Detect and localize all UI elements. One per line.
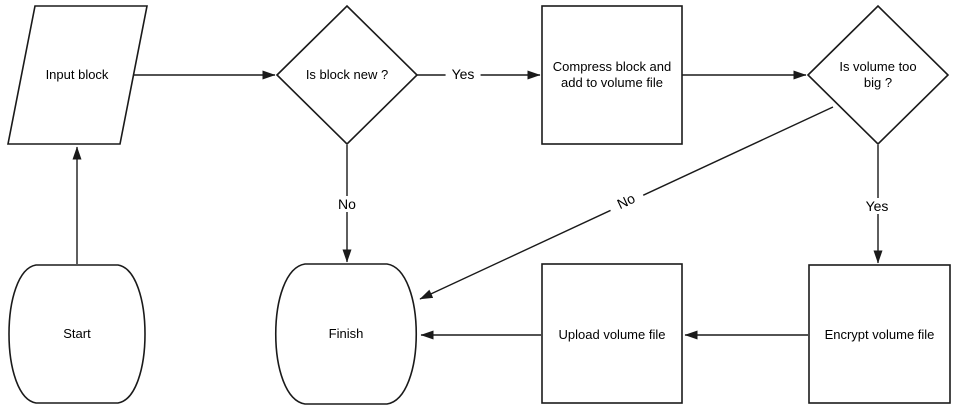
- edge-label-is-volume-too-big-yes: Yes: [859, 198, 895, 214]
- node-input-block-label: Input block: [45, 66, 109, 82]
- node-start-shape: [8, 264, 146, 404]
- node-finish-shape: [275, 263, 417, 405]
- node-compress-shape: [541, 5, 683, 145]
- node-is-volume-too-big-shape: [806, 4, 950, 146]
- node-encrypt-label: Encrypt volume file: [824, 326, 935, 342]
- node-input-block-shape: [7, 5, 148, 145]
- node-start-label: Start: [63, 325, 91, 341]
- edge-label-is-block-new-no: No: [332, 196, 362, 212]
- node-upload-shape: [541, 263, 683, 404]
- node-is-block-new-label: Is block new ?: [305, 66, 389, 82]
- node-upload-label: Upload volume file: [558, 326, 666, 342]
- node-compress-label: Compress block and add to volume file: [552, 58, 672, 90]
- node-encrypt-shape: [808, 264, 951, 404]
- node-finish-label: Finish: [328, 325, 364, 341]
- edge-label-is-block-new-yes: Yes: [445, 66, 481, 82]
- node-is-volume-too-big-label: Is volume too big ?: [839, 58, 917, 90]
